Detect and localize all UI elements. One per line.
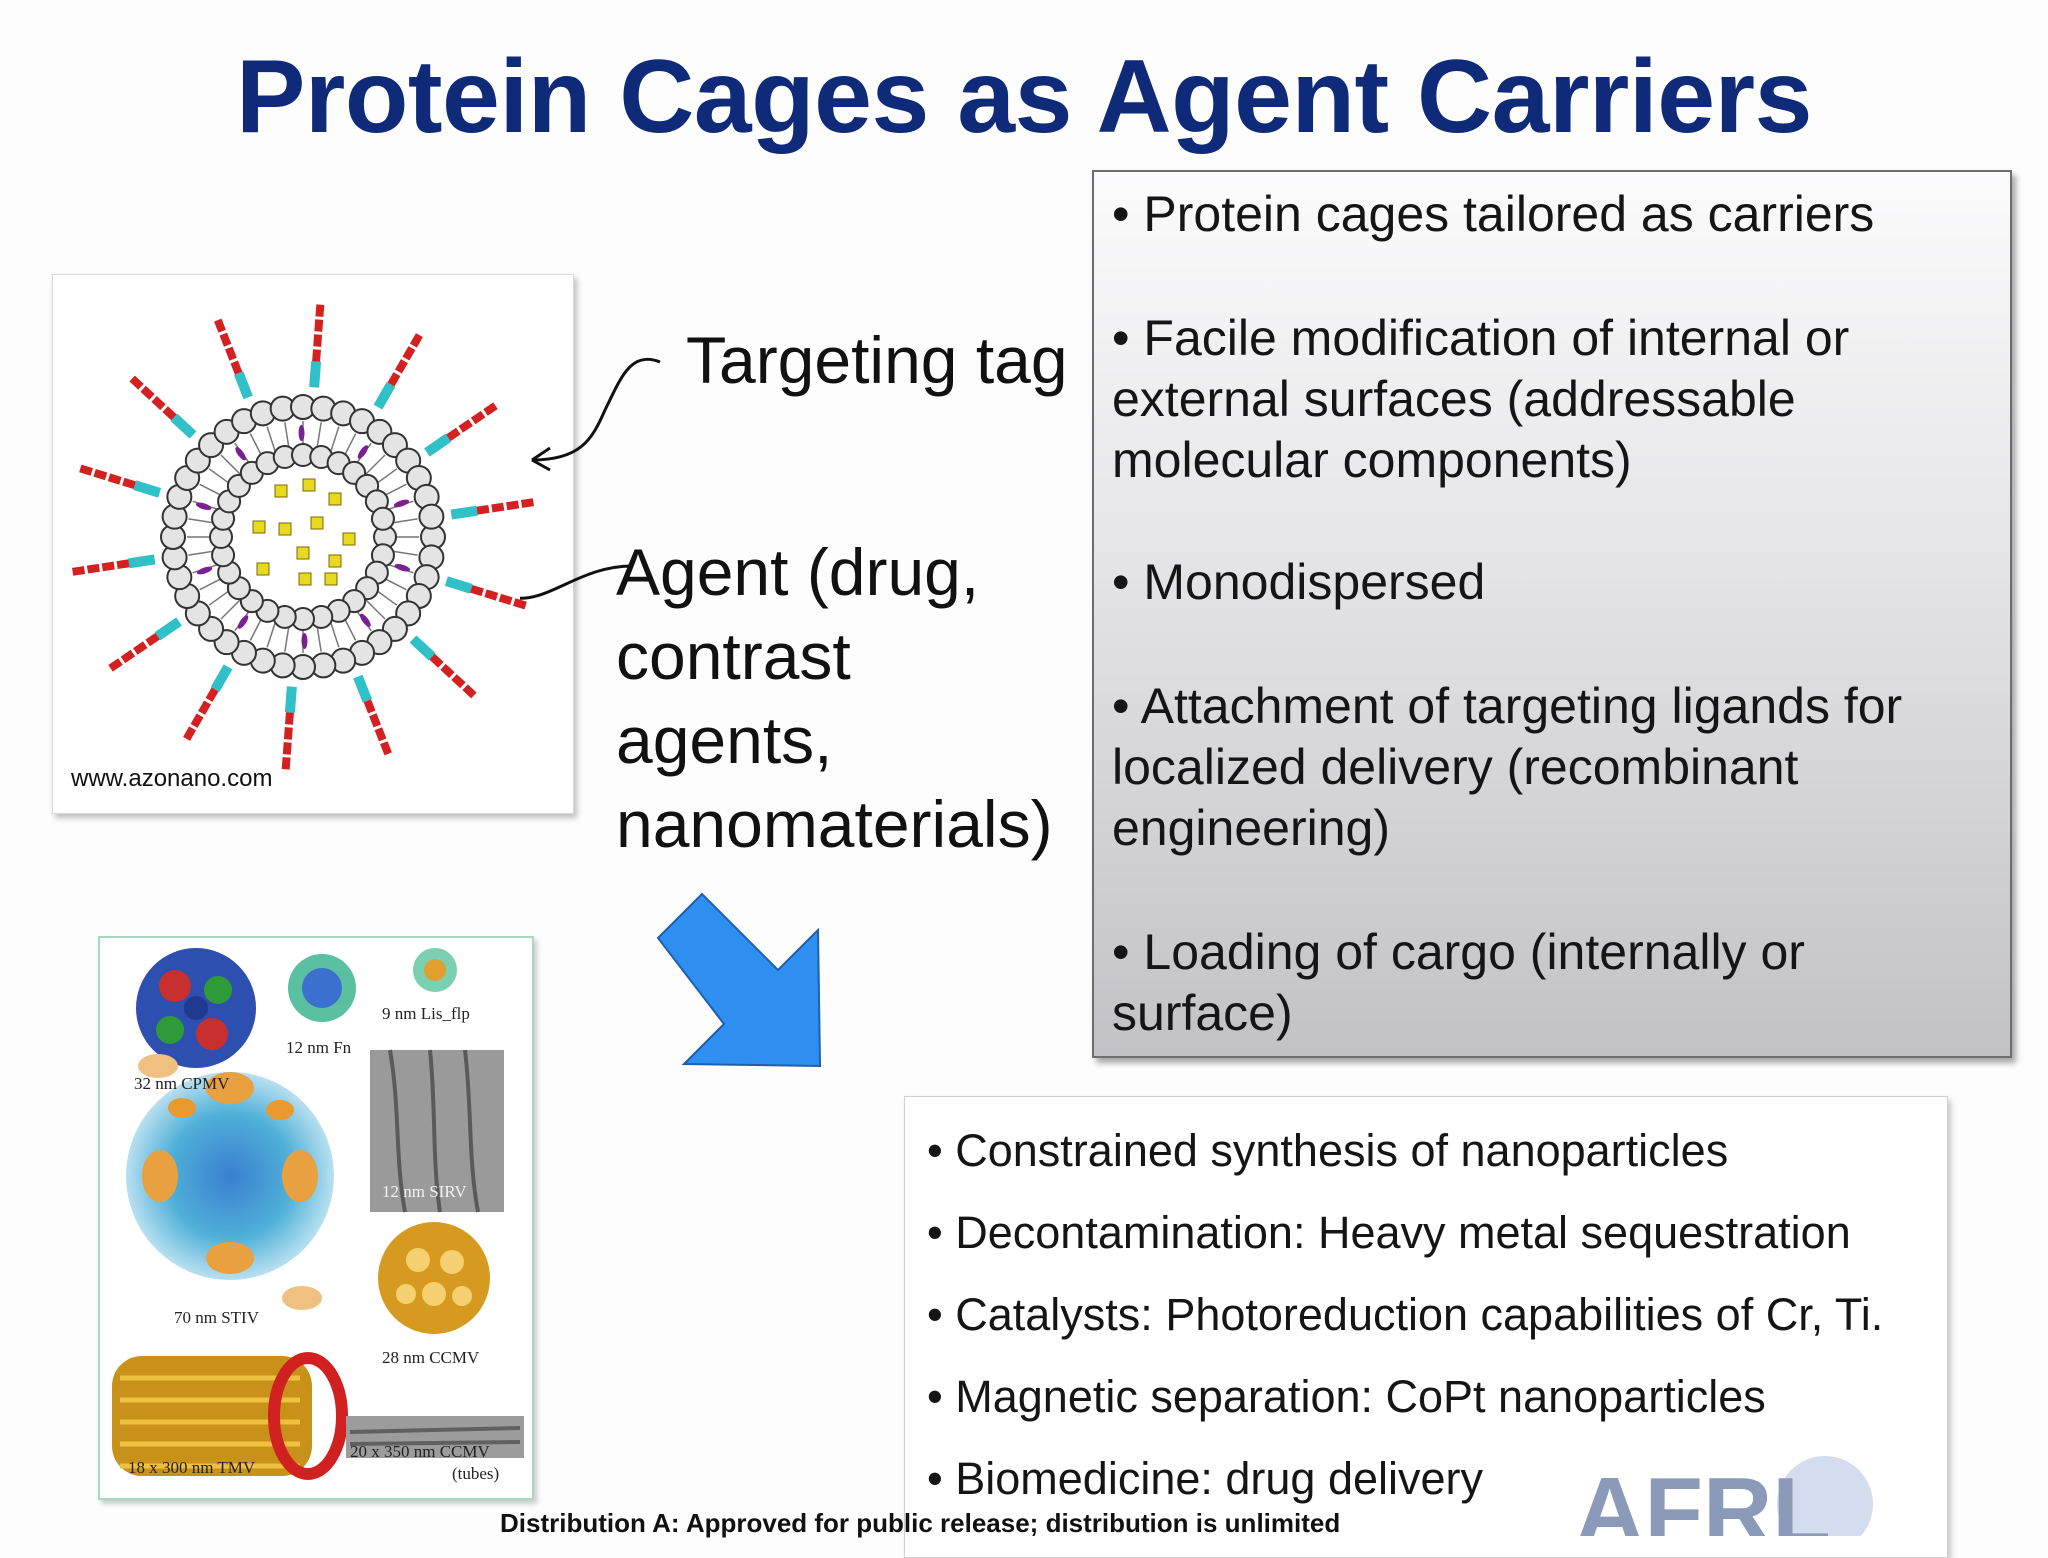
agent-label: Agent (drug, contrast agents, nanomateri… [616, 530, 1053, 866]
feature-line: molecular components) [1112, 432, 1632, 488]
caption-ccmv-tubes: 20 x 350 nm CCMV [350, 1442, 490, 1461]
caption-tmv: 18 x 300 nm TMV [128, 1458, 256, 1477]
svg-text:AFRL: AFRL [1575, 1458, 1831, 1536]
agent-label-line: nanomaterials) [616, 787, 1053, 861]
label-arrows [520, 358, 661, 600]
feature-item: • Facile modification of internal or ext… [1112, 308, 1849, 491]
feature-line: external surfaces (addressable [1112, 371, 1796, 427]
features-box: • Protein cages tailored as carriers • F… [1092, 170, 2012, 1058]
feature-line: • Protein cages tailored as carriers [1112, 186, 1875, 242]
caption-fn: 12 nm Fn [286, 1038, 352, 1057]
distribution-footer: Distribution A: Approved for public rele… [500, 1508, 1341, 1538]
figure-credit: www.azonano.com [71, 765, 273, 792]
feature-item: • Monodispersed [1112, 552, 1485, 613]
agent-label-line: Agent (drug, [616, 535, 980, 609]
caption-ccmv-tubes-note: (tubes) [452, 1464, 500, 1483]
targeting-tag-label: Targeting tag [686, 323, 1068, 397]
feature-line: engineering) [1112, 800, 1390, 856]
application-item: • Magnetic separation: CoPt nanoparticle… [927, 1371, 1766, 1422]
ccmv-particle [378, 1222, 490, 1334]
feature-line: • Attachment of targeting ligands for [1112, 678, 1903, 734]
protein-cage-collage: 32 nm CPMV 12 nm Fn 9 nm Lis_flp 12 nm S… [98, 936, 534, 1500]
application-item: • Biomedicine: drug delivery [927, 1453, 1484, 1504]
application-item: • Decontamination: Heavy metal sequestra… [927, 1207, 1851, 1258]
ccmv-tubes-micrograph [346, 1416, 524, 1458]
applications-box: • Constrained synthesis of nanoparticles… [904, 1096, 1948, 1558]
feature-item: • Protein cages tailored as carriers [1112, 184, 1874, 245]
protein-cage-diagram [69, 301, 537, 773]
caption-lis: 9 nm Lis_flp [382, 1004, 470, 1023]
feature-line: • Facile modification of internal or [1112, 310, 1850, 366]
application-item: • Constrained synthesis of nanoparticles [927, 1125, 1729, 1176]
protein-cage-figure: www.azonano.com [52, 274, 574, 814]
feature-item: • Attachment of targeting ligands for lo… [1112, 676, 1902, 859]
caption-ccmv28: 28 nm CCMV [382, 1348, 480, 1367]
stiv-particle [126, 1072, 334, 1280]
afrl-logo: AFRL [1575, 1456, 1873, 1536]
feature-line: surface) [1112, 985, 1293, 1041]
caption-cpmv: 32 nm CPMV [134, 1074, 230, 1093]
application-item: • Catalysts: Photoreduction capabilities… [927, 1289, 1884, 1340]
collage-images [112, 948, 524, 1480]
feature-line: localized delivery (recombinant [1112, 739, 1799, 795]
caption-sirv: 12 nm SIRV [382, 1182, 467, 1201]
agent-label-line: contrast [616, 619, 851, 693]
slide-title: Protein Cages as Agent Carriers [236, 39, 1812, 155]
feature-line: • Loading of cargo (internally or [1112, 924, 1805, 980]
feature-item: • Loading of cargo (internally or surfac… [1112, 922, 1805, 1044]
agent-label-line: agents, [616, 703, 833, 777]
caption-stiv: 70 nm STIV [174, 1308, 259, 1327]
feature-line: • Monodispersed [1112, 554, 1486, 610]
blue-down-right-arrow [656, 892, 822, 1068]
